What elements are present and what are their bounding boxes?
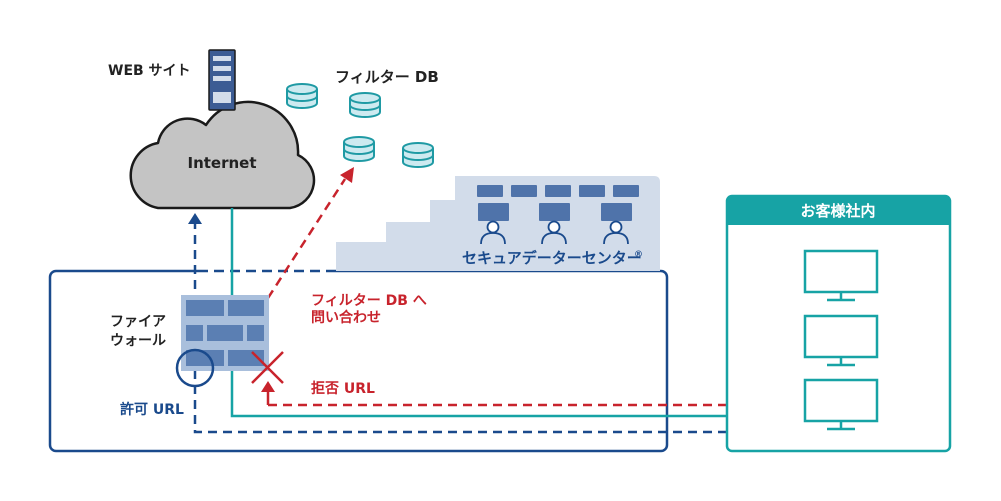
operator-icon bbox=[539, 203, 570, 245]
database-icon bbox=[286, 83, 318, 109]
allowed-passage-circle bbox=[175, 348, 215, 388]
secure-data-center: セキュアデーターセンター ® bbox=[336, 176, 660, 271]
registered-mark: ® bbox=[634, 250, 643, 260]
firewall-label-line2: ウォール bbox=[110, 333, 166, 349]
filter-query-arrowhead bbox=[340, 167, 354, 183]
internet-cloud: Internet bbox=[129, 100, 316, 210]
monitor-icon bbox=[803, 378, 879, 431]
firewall-label-line1: ファイア bbox=[110, 314, 166, 330]
server-icon bbox=[208, 49, 236, 111]
internet-label: Internet bbox=[187, 154, 256, 172]
monitor-icon bbox=[803, 314, 879, 367]
operator-icon bbox=[478, 203, 509, 245]
filter-query-path bbox=[266, 178, 347, 299]
secure-data-center-label: セキュアデーターセンター bbox=[462, 249, 642, 267]
blocked-x-icon bbox=[251, 351, 284, 384]
denied-arrowhead bbox=[261, 381, 275, 392]
filter-query-label-line2: 問い合わせ bbox=[311, 309, 381, 326]
firewall-icon bbox=[181, 295, 269, 371]
customer-office-header bbox=[727, 196, 950, 225]
database-icon bbox=[402, 142, 434, 168]
database-icon bbox=[349, 92, 381, 118]
teal-connection-line bbox=[230, 208, 727, 418]
web-site-label: WEB サイト bbox=[108, 63, 191, 79]
customer-office-label: お客様社内 bbox=[800, 202, 875, 220]
cloud-shape bbox=[129, 100, 316, 210]
monitor-icon bbox=[803, 249, 879, 302]
filter-db-label: フィルター DB bbox=[335, 68, 439, 86]
operator-icon bbox=[601, 203, 632, 245]
filter-query-label-line1: フィルター DB へ bbox=[311, 293, 427, 309]
database-icon bbox=[343, 136, 375, 162]
allowed-url-path bbox=[193, 222, 727, 434]
deny-url-label: 拒否 URL bbox=[311, 380, 375, 397]
allowed-arrowhead bbox=[188, 213, 202, 224]
allow-url-label: 許可 URL bbox=[120, 401, 184, 418]
customer-office: お客様社内 bbox=[725, 194, 952, 453]
